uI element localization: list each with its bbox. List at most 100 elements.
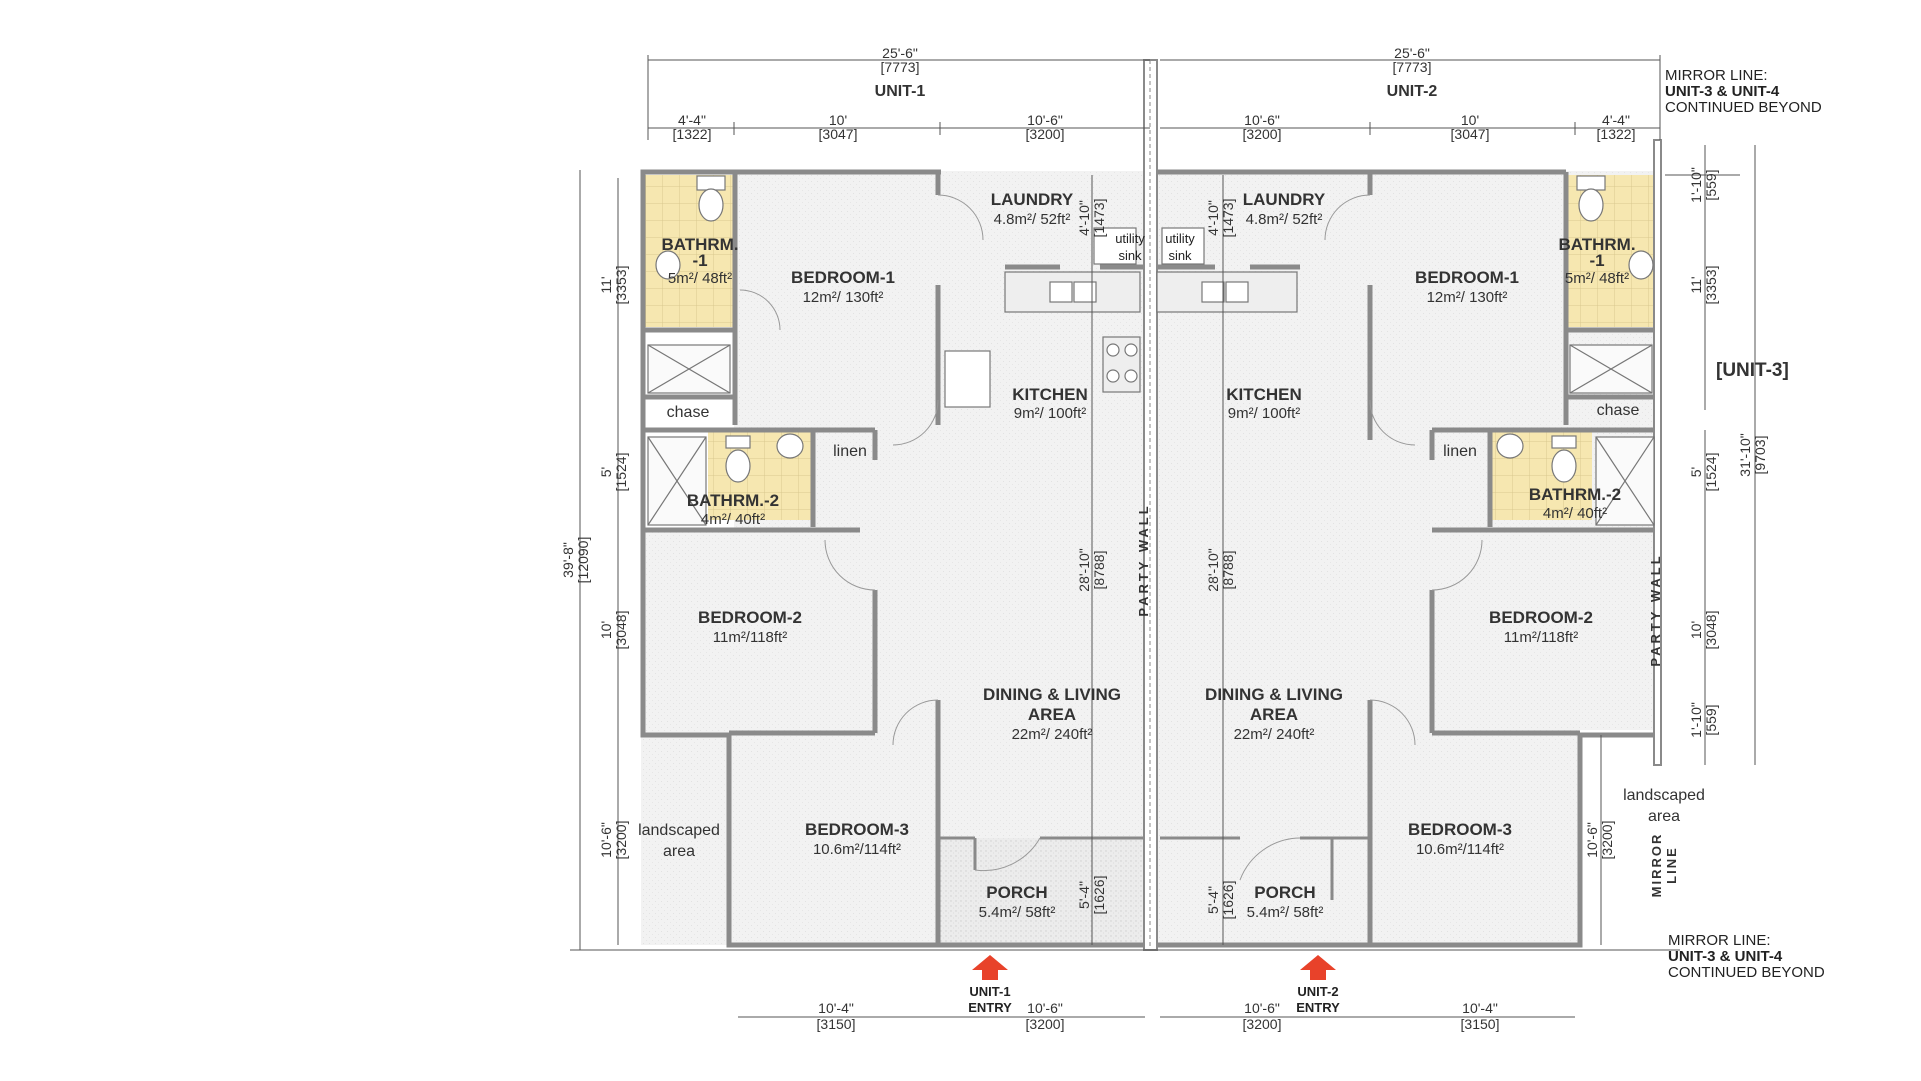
svg-text:10.6m²/114ft²: 10.6m²/114ft² — [813, 841, 901, 858]
dim-10-u2: 10' — [1461, 112, 1479, 128]
svg-text:PORCH: PORCH — [1254, 883, 1315, 902]
svg-text:22m²/ 240ft²: 22m²/ 240ft² — [1012, 726, 1093, 743]
svg-text:linen: linen — [833, 443, 867, 460]
svg-text:ENTRY: ENTRY — [1296, 1000, 1340, 1015]
svg-text:[1473]: [1473] — [1220, 199, 1236, 238]
dim-10: 10' — [829, 112, 847, 128]
unit1-room-labels: LAUNDRY 4.8m²/ 52ft² utility sink BATHRM… — [638, 190, 1145, 921]
svg-text:[1524]: [1524] — [613, 453, 629, 492]
svg-text:DINING & LIVING: DINING & LIVING — [983, 685, 1121, 704]
unit1-label: UNIT-1 — [875, 83, 926, 100]
unit2-label: UNIT-2 — [1387, 83, 1438, 100]
svg-text:11m²/118ft²: 11m²/118ft² — [713, 629, 787, 646]
dim-10-u2-mm: [3047] — [1451, 126, 1490, 142]
svg-text:[1473]: [1473] — [1091, 199, 1107, 238]
svg-text:BEDROOM-1: BEDROOM-1 — [1415, 268, 1519, 287]
dim-bot-10-4-mm-u2: [3150] — [1461, 1016, 1500, 1032]
unit2-room-labels: utility sink LAUNDRY 4.8m²/ 52ft² BEDROO… — [1165, 190, 1705, 921]
svg-text:4'-10": 4'-10" — [1205, 200, 1221, 236]
svg-text:utility: utility — [1115, 231, 1145, 246]
unit1-width: 25'-6" — [882, 45, 918, 61]
svg-text:9m²/ 100ft²: 9m²/ 100ft² — [1228, 405, 1301, 422]
svg-text:4m²/ 40ft²: 4m²/ 40ft² — [1543, 505, 1607, 522]
dim-bot-10-4-u2: 10'-4" — [1462, 1000, 1498, 1016]
svg-text:5m²/ 48ft²: 5m²/ 48ft² — [668, 270, 732, 287]
svg-text:10': 10' — [1688, 621, 1704, 639]
unit1-walls — [640, 169, 1145, 948]
svg-text:BEDROOM-3: BEDROOM-3 — [1408, 820, 1512, 839]
svg-text:sink: sink — [1118, 248, 1142, 263]
svg-text:4m²/ 40ft²: 4m²/ 40ft² — [701, 511, 765, 528]
toilet-bowl — [698, 188, 724, 222]
svg-text:1'-10": 1'-10" — [1688, 167, 1704, 203]
svg-text:LAUNDRY: LAUNDRY — [991, 190, 1074, 209]
svg-text:[9703]: [9703] — [1752, 436, 1768, 475]
svg-text:5'-4": 5'-4" — [1076, 881, 1092, 909]
svg-text:AREA: AREA — [1250, 705, 1298, 724]
svg-text:BEDROOM-2: BEDROOM-2 — [1489, 608, 1593, 627]
svg-text:[3048]: [3048] — [613, 611, 629, 650]
svg-text:1'-10": 1'-10" — [1688, 702, 1704, 738]
mirror-note-bot-3: CONTINUED BEYOND — [1668, 964, 1825, 981]
svg-text:DINING & LIVING: DINING & LIVING — [1205, 685, 1343, 704]
svg-text:[3200]: [3200] — [1599, 821, 1615, 860]
svg-text:10'-6": 10'-6" — [598, 822, 614, 858]
svg-text:sink: sink — [1168, 248, 1192, 263]
mirror-note-top-1: MIRROR LINE: — [1665, 67, 1768, 84]
svg-text:[3200]: [3200] — [613, 821, 629, 860]
svg-text:chase: chase — [667, 404, 710, 421]
dim-10-6: 10'-6" — [1027, 112, 1063, 128]
svg-text:31'-10": 31'-10" — [1737, 433, 1753, 476]
svg-text:chase: chase — [1597, 402, 1640, 419]
svg-text:[8788]: [8788] — [1220, 551, 1236, 590]
svg-text:landscaped: landscaped — [638, 822, 720, 839]
svg-text:BATHRM.-2: BATHRM.-2 — [687, 491, 779, 510]
dim-bot-10-6-u2-mm: [3200] — [1243, 1016, 1282, 1032]
unit2-entry-arrow: UNIT-2 ENTRY — [1296, 955, 1340, 1015]
mirror-line-word1: MIRROR — [1649, 833, 1664, 898]
unit3-label: [UNIT-3] — [1716, 360, 1789, 381]
svg-text:[8788]: [8788] — [1091, 551, 1107, 590]
party-wall-label-u2: PARTY WALL — [1648, 553, 1663, 666]
svg-text:11': 11' — [598, 276, 614, 293]
svg-text:BATHRM.: BATHRM. — [661, 235, 738, 254]
dim-4-4: 4'-4" — [678, 112, 706, 128]
svg-text:4.8m²/ 52ft²: 4.8m²/ 52ft² — [994, 211, 1071, 228]
svg-text:10': 10' — [598, 621, 614, 639]
svg-text:5.4m²/ 58ft²: 5.4m²/ 58ft² — [1247, 904, 1324, 921]
unit2-walls — [1157, 169, 1659, 948]
svg-text:AREA: AREA — [1028, 705, 1076, 724]
svg-text:22m²/ 240ft²: 22m²/ 240ft² — [1234, 726, 1315, 743]
svg-text:KITCHEN: KITCHEN — [1012, 385, 1088, 404]
party-wall-label: PARTY WALL — [1136, 503, 1151, 616]
dim-bot-10-4: 10'-4" — [818, 1000, 854, 1016]
svg-text:[1626]: [1626] — [1220, 881, 1236, 920]
svg-text:28'-10": 28'-10" — [1205, 548, 1221, 591]
dim-10-mm: [3047] — [819, 126, 858, 142]
svg-text:KITCHEN: KITCHEN — [1226, 385, 1302, 404]
svg-text:4.8m²/ 52ft²: 4.8m²/ 52ft² — [1246, 211, 1323, 228]
svg-text:12m²/ 130ft²: 12m²/ 130ft² — [1427, 289, 1508, 306]
fixtures — [647, 175, 1655, 526]
svg-text:-1: -1 — [692, 251, 707, 270]
unit2-party-wall — [1653, 139, 1662, 766]
svg-text:LAUNDRY: LAUNDRY — [1243, 190, 1326, 209]
mirror-note-bot-2: UNIT-3 & UNIT-4 — [1668, 948, 1783, 965]
svg-text:BEDROOM-1: BEDROOM-1 — [791, 268, 895, 287]
svg-text:5'-4": 5'-4" — [1205, 886, 1221, 914]
svg-text:10'-6": 10'-6" — [1584, 822, 1600, 858]
svg-text:5': 5' — [598, 467, 614, 477]
mirror-note-top-3: CONTINUED BEYOND — [1665, 99, 1822, 116]
svg-text:28'-10": 28'-10" — [1076, 548, 1092, 591]
dimension-lines — [570, 55, 1756, 1018]
svg-text:10.6m²/114ft²: 10.6m²/114ft² — [1416, 841, 1504, 858]
svg-text:[3353]: [3353] — [1703, 266, 1719, 305]
svg-text:-1: -1 — [1589, 251, 1604, 270]
svg-text:BATHRM.-2: BATHRM.-2 — [1529, 485, 1621, 504]
vertical-dims: 39'-8" [12090] 11' [3353] 5' [1524] 10' … — [560, 167, 1768, 919]
unit2-width: 25'-6" — [1394, 45, 1430, 61]
door-swings — [739, 194, 1483, 881]
svg-text:11m²/118ft²: 11m²/118ft² — [1504, 629, 1578, 646]
dim-4-4-u2: 4'-4" — [1602, 112, 1630, 128]
